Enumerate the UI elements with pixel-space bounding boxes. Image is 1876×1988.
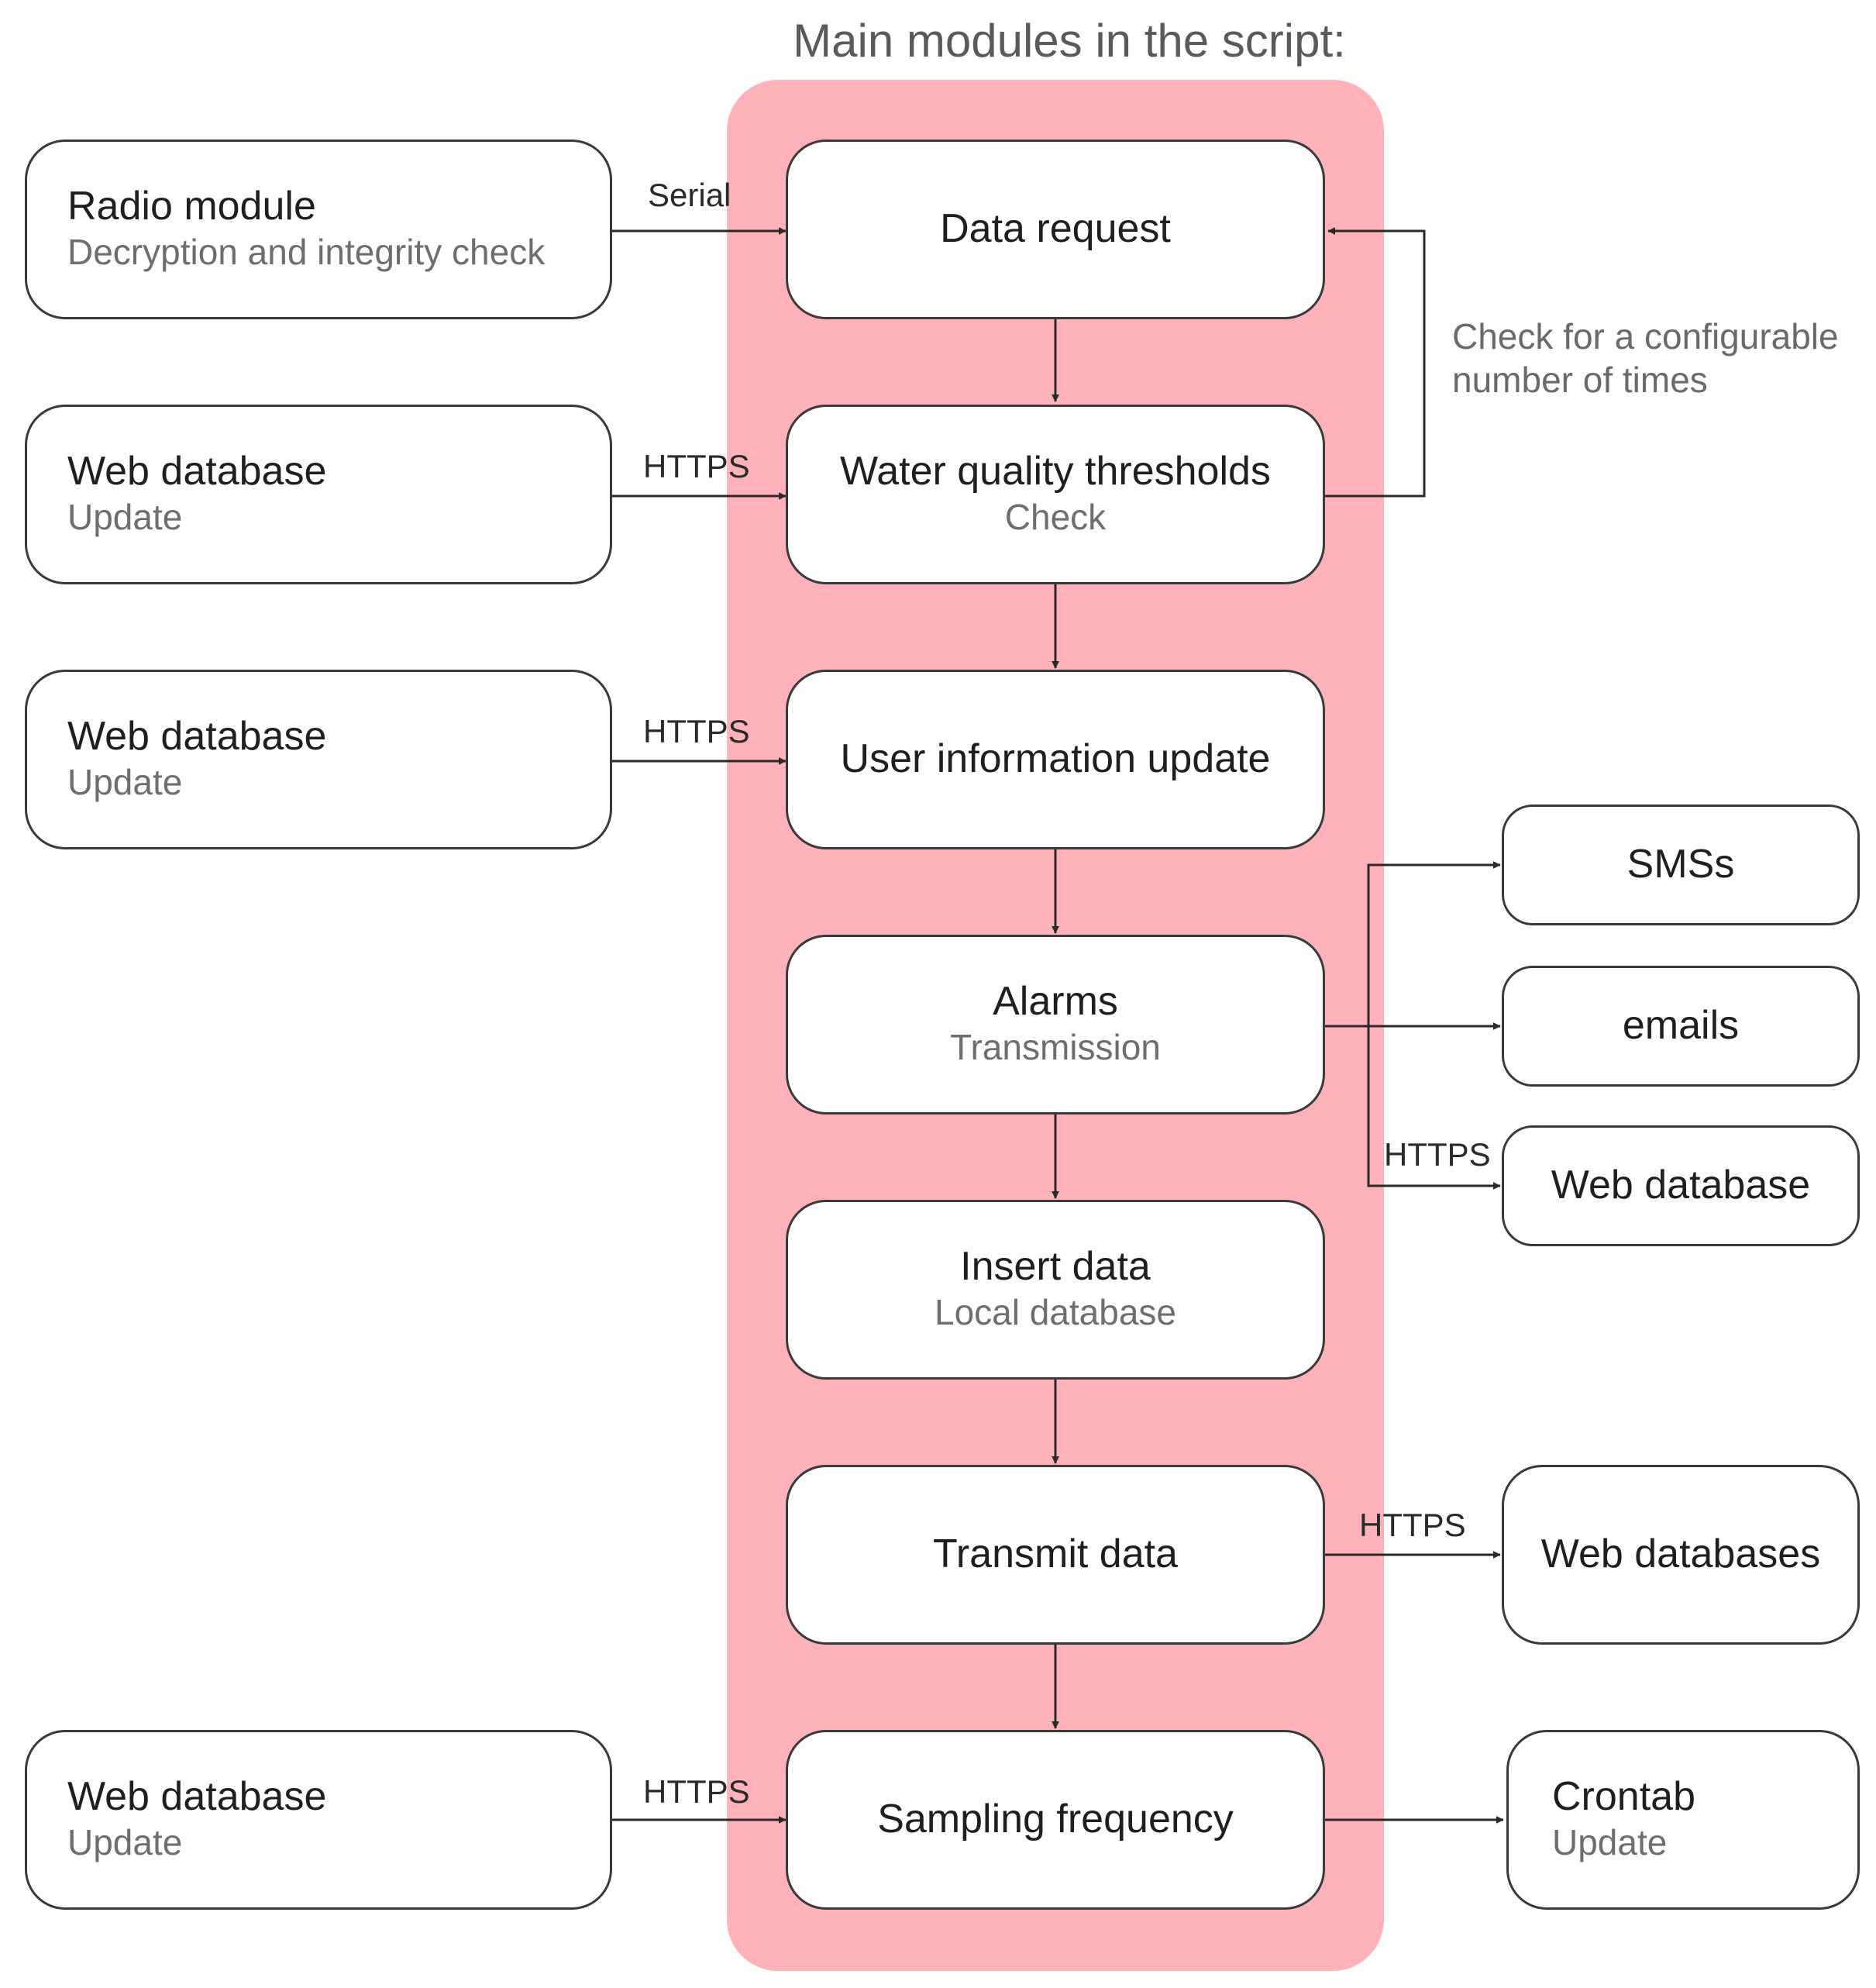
- module-alarms: Alarms Transmission: [786, 935, 1325, 1115]
- module-title: Sampling frequency: [877, 1797, 1234, 1842]
- input-web-database-thresholds: Web database Update: [25, 405, 612, 584]
- output-subtitle: Update: [1552, 1822, 1668, 1863]
- output-title: Web databases: [1540, 1531, 1821, 1577]
- input-title: Web database: [67, 449, 327, 494]
- module-data-request: Data request: [786, 140, 1325, 319]
- output-alarm-web-database: Web database: [1502, 1125, 1860, 1246]
- loop-back-arrow: [1325, 227, 1426, 498]
- module-water-quality-thresholds: Water quality thresholds Check: [786, 405, 1325, 584]
- https-label-thresholds: HTTPS: [643, 448, 750, 484]
- diagram-title: Main modules in the script:: [793, 15, 1346, 67]
- https-label-user-info: HTTPS: [643, 713, 750, 749]
- module-title: Transmit data: [933, 1531, 1178, 1577]
- input-radio-module: Radio module Decryption and integrity ch…: [25, 140, 612, 319]
- module-title: Water quality thresholds: [840, 449, 1271, 494]
- output-title: Web database: [1551, 1163, 1811, 1208]
- input-subtitle: Update: [67, 1822, 183, 1863]
- https-label-transmit: HTTPS: [1359, 1507, 1466, 1543]
- loop-note-line-1: Check for a configurable: [1452, 316, 1839, 357]
- https-label-sampling: HTTPS: [643, 1773, 750, 1810]
- output-title: SMSs: [1626, 842, 1735, 887]
- input-title: Web database: [67, 714, 327, 760]
- input-title: Web database: [67, 1774, 327, 1820]
- output-emails: emails: [1502, 966, 1860, 1087]
- module-subtitle: Check: [1004, 497, 1107, 538]
- serial-label: Serial: [648, 177, 731, 213]
- module-subtitle: Local database: [934, 1292, 1177, 1333]
- output-smss: SMSs: [1502, 805, 1860, 925]
- https-label-alarm-web: HTTPS: [1384, 1136, 1491, 1173]
- module-insert-data: Insert data Local database: [786, 1200, 1325, 1380]
- module-title: Alarms: [993, 979, 1118, 1025]
- alarm-branch-web: [1367, 1026, 1501, 1190]
- module-title: Data request: [940, 206, 1171, 252]
- output-crontab: Crontab Update: [1506, 1730, 1860, 1910]
- module-title: User information update: [840, 736, 1271, 782]
- output-title: Crontab: [1552, 1774, 1695, 1820]
- input-web-database-user-info: Web database Update: [25, 670, 612, 849]
- alarm-branch-sms: [1367, 861, 1501, 1026]
- module-sampling-frequency: Sampling frequency: [786, 1730, 1325, 1910]
- input-title: Radio module: [67, 184, 316, 229]
- input-subtitle: Decryption and integrity check: [67, 232, 546, 273]
- output-title: emails: [1622, 1003, 1740, 1049]
- module-transmit-data: Transmit data: [786, 1465, 1325, 1645]
- module-user-information-update: User information update: [786, 670, 1325, 849]
- module-subtitle: Transmission: [950, 1027, 1161, 1068]
- module-title: Insert data: [960, 1244, 1151, 1290]
- output-web-databases: Web databases: [1502, 1465, 1860, 1645]
- input-web-database-sampling: Web database Update: [25, 1730, 612, 1910]
- loop-note-line-2: number of times: [1452, 360, 1708, 401]
- input-subtitle: Update: [67, 762, 183, 803]
- loop-note: Check for a configurable number of times: [1452, 315, 1839, 401]
- input-subtitle: Update: [67, 497, 183, 538]
